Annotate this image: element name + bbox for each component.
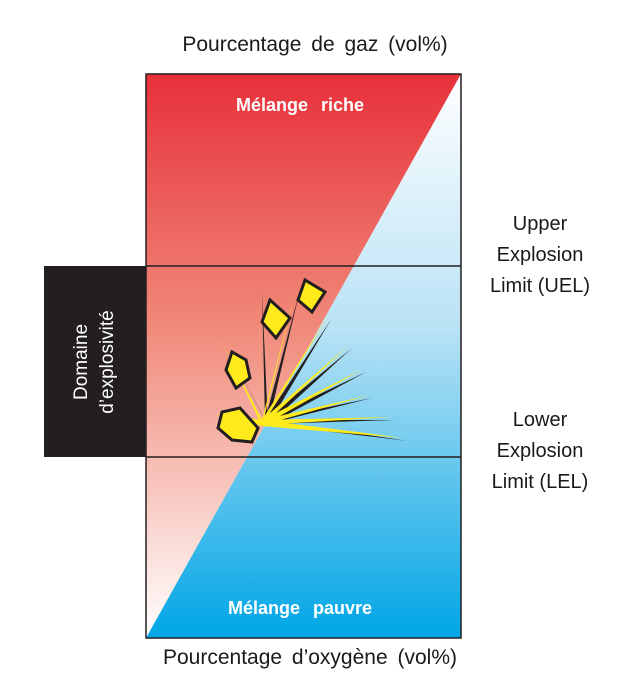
explosive-range-line2: d’explosivité bbox=[97, 309, 118, 414]
diagram-frame bbox=[145, 73, 462, 639]
rich-mixture-label: Mélange riche bbox=[235, 95, 365, 115]
explosive-range-line1: Domaine bbox=[71, 323, 92, 400]
upper-explosion-limit-label: Upper Explosion Limit (UEL) bbox=[470, 209, 610, 302]
lower-limit-line3: Limit (LEL) bbox=[491, 471, 589, 493]
upper-limit-line2: Explosion bbox=[496, 244, 584, 266]
lower-limit-line2: Explosion bbox=[496, 440, 584, 462]
explosive-range-label: Domaine d’explosivité bbox=[69, 267, 121, 457]
poor-mixture-label: Mélange pauvre bbox=[227, 598, 373, 618]
explosion-icon bbox=[215, 277, 408, 444]
lower-explosion-limit-label: Lower Explosion Limit (LEL) bbox=[470, 405, 610, 498]
gas-percentage-label: Pourcentage de gaz (vol%) bbox=[182, 33, 448, 56]
explosive-range-box: Domaine d’explosivité bbox=[44, 266, 146, 457]
upper-limit-line3: Limit (UEL) bbox=[489, 275, 590, 297]
upper-limit-line1: Upper bbox=[512, 213, 568, 235]
oxygen-percentage-label: Pourcentage d’oxygène (vol%) bbox=[162, 646, 457, 669]
lower-limit-line1: Lower bbox=[512, 409, 568, 431]
